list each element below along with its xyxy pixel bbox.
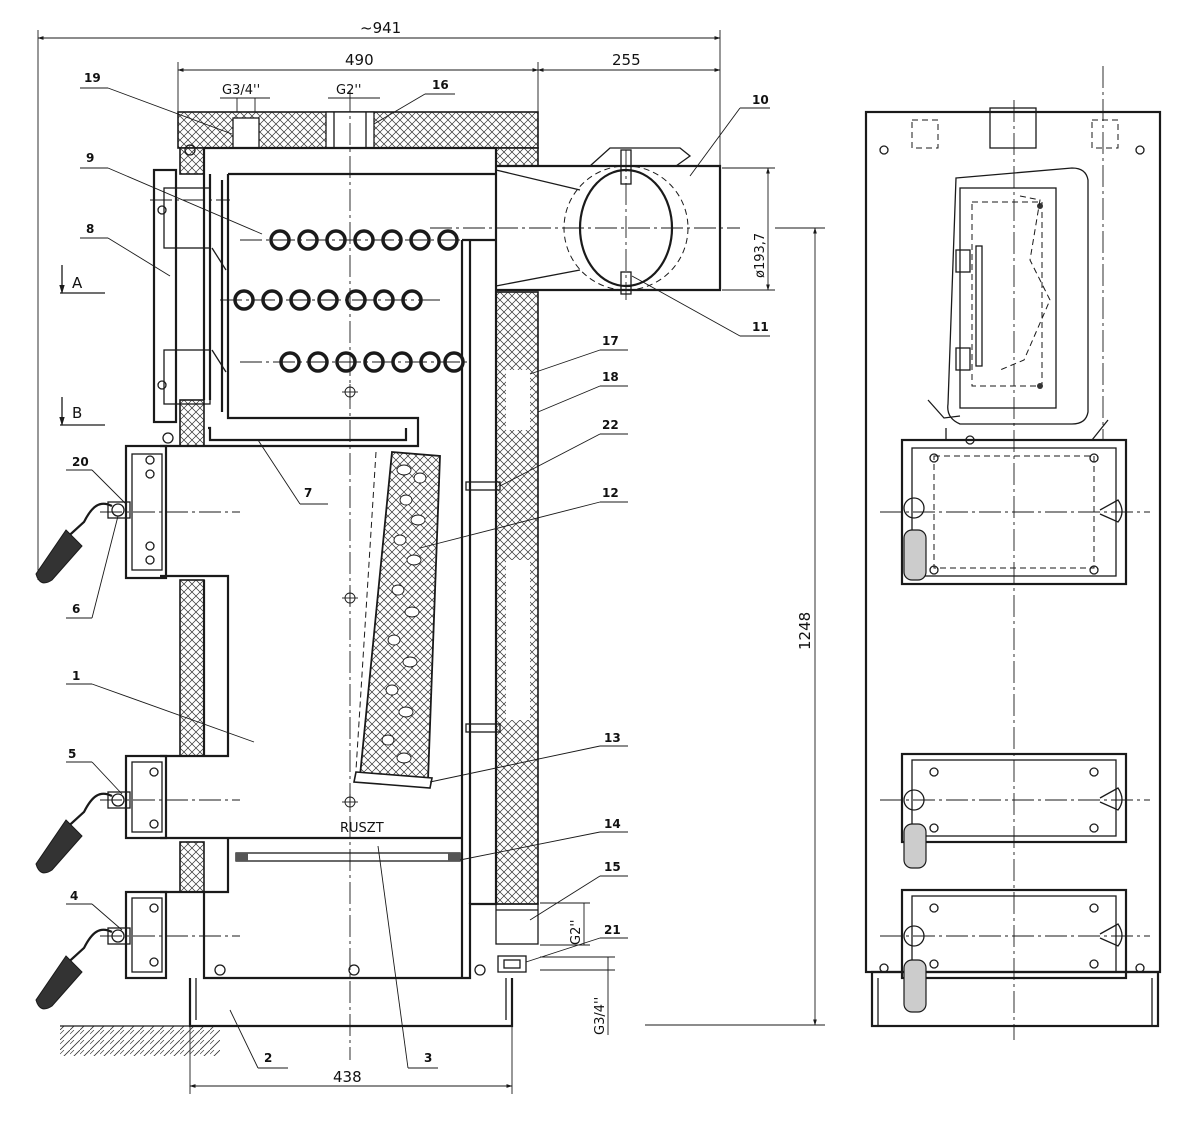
dim-base-width: 438 bbox=[333, 1068, 362, 1086]
flue-outlet bbox=[430, 147, 740, 300]
part-label-7: 7 bbox=[304, 486, 312, 500]
ceramic-baffle bbox=[353, 451, 441, 789]
dim-return-connection: G2'' bbox=[569, 920, 584, 946]
part-label-21: 21 bbox=[604, 923, 621, 937]
heat-exchanger-tubes bbox=[220, 229, 470, 373]
part-label-8: 8 bbox=[86, 222, 94, 236]
door-5 bbox=[35, 754, 240, 874]
dim-flue-projection: 255 bbox=[612, 51, 641, 69]
part-label-12: 12 bbox=[602, 486, 619, 500]
part-label-16: 16 bbox=[432, 78, 449, 92]
part-label-20: 20 bbox=[72, 455, 89, 469]
part-label-10: 10 bbox=[752, 93, 769, 107]
part-label-18: 18 bbox=[602, 370, 619, 384]
section-marks: A B bbox=[59, 265, 105, 426]
part-label-17: 17 bbox=[602, 334, 619, 348]
door-20 bbox=[35, 444, 240, 584]
part-label-15: 15 bbox=[604, 860, 621, 874]
ground bbox=[60, 1025, 220, 1056]
part-labels: 19 16 9 8 10 11 17 18 22 12 7 20 bbox=[66, 71, 770, 1069]
dim-overall-width: ~941 bbox=[360, 19, 401, 37]
part-label-14: 14 bbox=[604, 817, 621, 831]
dim-drain-connection: G3/4'' bbox=[593, 997, 608, 1035]
boiler-section: RUSZT bbox=[150, 90, 539, 1060]
part-label-4: 4 bbox=[70, 889, 78, 903]
dim-height: 1248 bbox=[796, 612, 814, 650]
dim-flue-diameter: ø193,7 bbox=[753, 233, 768, 278]
part-label-19: 19 bbox=[84, 71, 101, 85]
section-mark-b: B bbox=[72, 404, 82, 422]
grate-label: RUSZT bbox=[340, 821, 384, 836]
dimension-lines: ~941 490 255 G3/4'' G2'' 1248 ø193,7 438 bbox=[37, 19, 825, 1094]
part-label-2: 2 bbox=[264, 1051, 272, 1065]
part-label-6: 6 bbox=[72, 602, 80, 616]
dim-inlet-left: G3/4'' bbox=[222, 83, 260, 98]
part-label-5: 5 bbox=[68, 747, 76, 761]
bolts bbox=[162, 144, 486, 976]
cleanout-door bbox=[152, 168, 178, 424]
door-4 bbox=[35, 890, 240, 1010]
part-label-1: 1 bbox=[72, 669, 80, 683]
dim-outlet-top: G2'' bbox=[336, 83, 362, 98]
part-label-13: 13 bbox=[604, 731, 621, 745]
front-view bbox=[864, 66, 1162, 1040]
part-label-11: 11 bbox=[752, 320, 769, 334]
section-mark-a: A bbox=[72, 274, 83, 292]
part-label-22: 22 bbox=[602, 418, 619, 432]
part-label-9: 9 bbox=[86, 151, 94, 165]
dim-body-width: 490 bbox=[345, 51, 374, 69]
part-label-3: 3 bbox=[424, 1051, 432, 1065]
